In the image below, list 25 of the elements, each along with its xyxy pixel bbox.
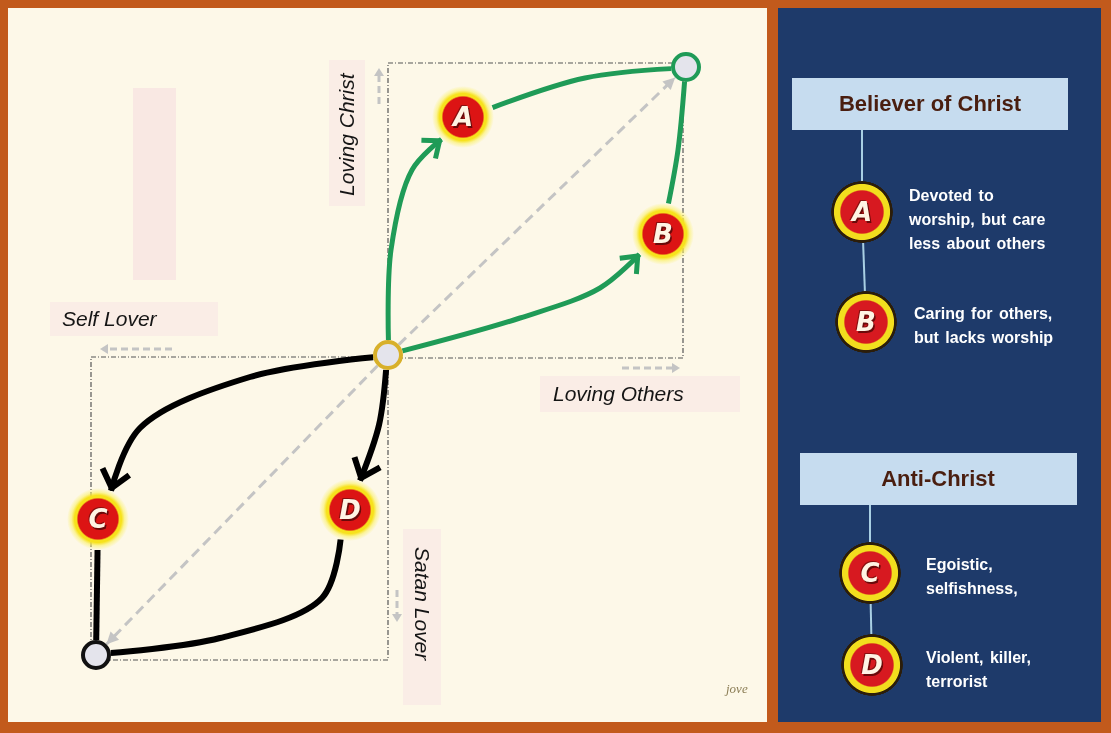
description-text: Devoted to worship, but care less about others [909, 186, 1047, 254]
connector-line [861, 129, 863, 182]
connector-line [869, 504, 871, 543]
axis-label: Loving Christ [329, 60, 365, 206]
connector-line [869, 603, 873, 635]
description-text: Violent, killer, terrorist [926, 648, 1032, 692]
arrow [401, 252, 642, 354]
axis-label: Satan Lover [403, 529, 441, 705]
connector-line [666, 81, 688, 204]
arrow [351, 369, 390, 482]
axis-label: Self Lover [50, 302, 218, 336]
connector-line [862, 242, 866, 292]
signature: jove [726, 681, 748, 697]
description-text: Egoistic, selfishness, [926, 555, 1019, 599]
dashed-arrow [105, 364, 379, 646]
dashed-arrow [397, 76, 677, 346]
connector-line [491, 66, 672, 110]
group-heading: Anti-Christ [799, 453, 1077, 505]
arrow [385, 137, 444, 341]
axis-label: Loving Others [540, 376, 740, 412]
connector-line [110, 539, 344, 656]
description-text: Caring for others, but lacks worship [914, 304, 1055, 348]
group-heading: Believer of Christ [792, 78, 1068, 130]
connector-line [93, 549, 101, 641]
arrow [99, 354, 374, 492]
